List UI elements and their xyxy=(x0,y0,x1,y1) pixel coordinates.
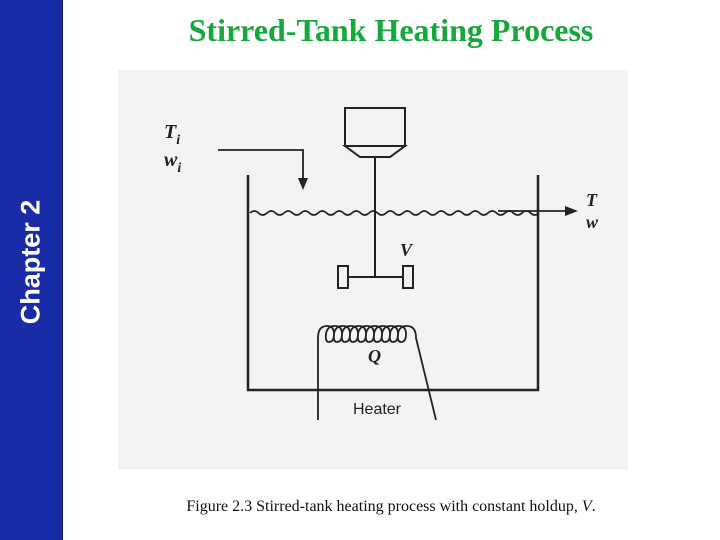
caption-end: . xyxy=(591,498,596,515)
chapter-label: Chapter 2 xyxy=(15,199,46,325)
inlet-pipe xyxy=(218,149,304,182)
heater-coil xyxy=(317,325,437,421)
outlet-temperature-label: T xyxy=(586,190,598,210)
outlet-arrow-head xyxy=(565,206,578,216)
impeller-blade-right xyxy=(402,265,414,289)
figure-caption: Figure 2.3 Stirred-tank heating process … xyxy=(62,498,720,516)
liquid-surface xyxy=(249,210,540,216)
heat-label: Q xyxy=(368,346,381,366)
sidebar: Chapter 2 xyxy=(0,0,63,540)
volume-label: V xyxy=(400,240,414,260)
caption-emphasis: V xyxy=(581,498,592,515)
process-diagram: Ti wi T w V Q Heater xyxy=(118,70,628,470)
impeller-blade-left xyxy=(337,265,349,289)
diagram-svg: Ti wi T w V Q Heater xyxy=(164,107,599,421)
inlet-temperature-label: Ti xyxy=(164,121,180,148)
tank-outline xyxy=(246,175,540,392)
outlet-flow-label: w xyxy=(586,212,599,232)
inlet-arrow-head xyxy=(298,178,308,190)
motor-body xyxy=(344,107,406,147)
heater-label: Heater xyxy=(353,401,402,418)
inlet-flow-label: wi xyxy=(164,149,181,176)
caption-text: Figure 2.3 Stirred-tank heating process … xyxy=(186,498,582,515)
motor-base xyxy=(341,145,409,158)
slide-title: Stirred-Tank Heating Process xyxy=(188,12,594,48)
